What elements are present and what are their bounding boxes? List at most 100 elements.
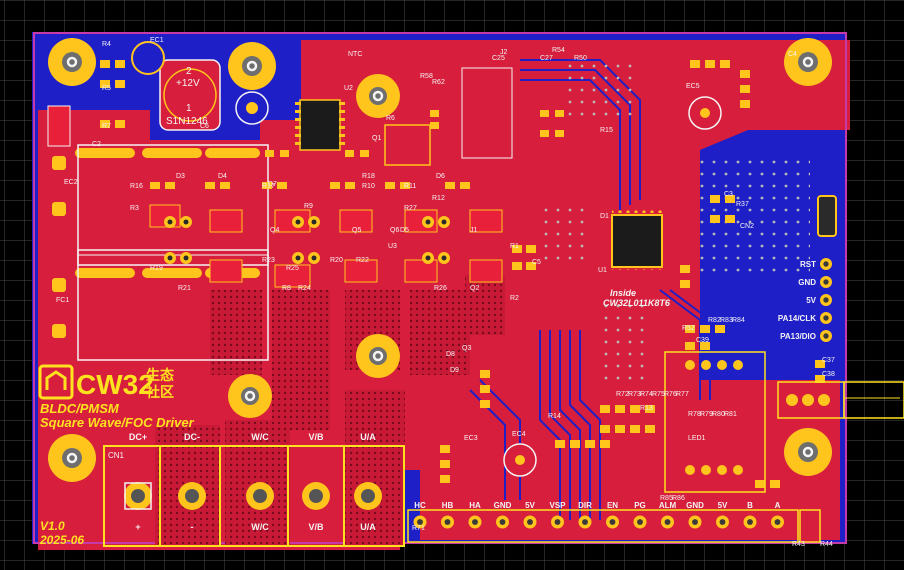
ref-designator: EC2 xyxy=(64,179,78,186)
ref-designator: R15 xyxy=(600,127,613,134)
ref-designator: EC5 xyxy=(686,83,700,90)
power-label-3: V/B xyxy=(308,432,324,442)
ref-designator: C3 xyxy=(724,191,733,198)
ref-designator: R6 xyxy=(386,115,395,122)
left-pads xyxy=(47,105,71,338)
ref-designator: R79 xyxy=(700,411,713,418)
mounting-holes xyxy=(48,38,832,482)
ref-designator: C27 xyxy=(540,55,553,62)
bottom-header-pin-hole xyxy=(582,519,588,525)
ref-designator: R62 xyxy=(432,79,445,86)
mcu-chip xyxy=(611,214,663,268)
bottom-header-pin-hole xyxy=(527,519,533,525)
ref-designator: D1 xyxy=(600,213,609,220)
bottom-header-pin-hole xyxy=(472,519,478,525)
debug-header-label-2: 5V xyxy=(806,296,816,305)
ref-designator: R83 xyxy=(720,317,733,324)
ref-designator: R11 xyxy=(404,183,416,190)
debug-header-pin-hole xyxy=(823,297,829,303)
debug-header-pin-hole xyxy=(823,333,829,339)
power-pour-right xyxy=(345,390,405,545)
ic-right xyxy=(461,67,513,159)
bottom-header-label-2: HA xyxy=(469,501,481,510)
bottom-header-pin-hole xyxy=(554,519,561,525)
ref-designator: R20 xyxy=(330,257,343,264)
ic-u3 xyxy=(384,124,431,166)
mosfet-pad-5 xyxy=(465,275,505,335)
ref-designator: Q4 xyxy=(270,227,279,234)
ref-designator: D8 xyxy=(446,351,455,358)
ref-designator: D5 xyxy=(400,227,409,234)
ref-designator: NTC xyxy=(348,51,362,58)
bottom-header-label-3: GND xyxy=(494,501,512,510)
mosfet-tht xyxy=(164,216,450,264)
ref-designator: EC4 xyxy=(512,431,526,438)
board-outline xyxy=(33,32,847,544)
ref-designator: Q1 xyxy=(372,135,381,142)
debug-header-label-4: PA13/DIO xyxy=(780,332,816,341)
ref-designator: C6 xyxy=(200,123,209,130)
ref-designator: C5 xyxy=(532,259,541,266)
ref-designator: U3 xyxy=(388,243,397,250)
ref-designator: R3 xyxy=(130,205,139,212)
ref-designator: R71 xyxy=(412,525,425,532)
ref-designator: C38 xyxy=(822,371,835,378)
ref-designator: R13 xyxy=(640,405,653,412)
power-label-2: W/C xyxy=(251,432,269,442)
debug-connector xyxy=(817,195,837,237)
bottom-header-label-13: A xyxy=(775,501,781,510)
bottom-header-pin-hole xyxy=(747,519,753,525)
bottom-header-label-1: HB xyxy=(442,501,454,510)
mosfet-pad-2 xyxy=(272,290,330,430)
ref-designator: R52 xyxy=(682,325,695,332)
ref-designator: R81 xyxy=(724,411,737,418)
bottom-header-label-5: VSP xyxy=(549,501,566,510)
ref-designator: R4 xyxy=(102,41,111,48)
ref-designator: R18 xyxy=(362,173,375,180)
ref-designator: R14 xyxy=(548,413,561,420)
bottom-header-label-10: GND xyxy=(686,501,704,510)
cap-outline xyxy=(77,249,269,361)
ref-designator: R50 xyxy=(574,55,587,62)
logo-cn-2: 社区 xyxy=(145,384,174,400)
power-bottom-label-1: - xyxy=(191,522,194,532)
chip-note-1: Inside xyxy=(610,288,636,298)
ref-designator: R84 xyxy=(732,317,745,324)
regulator-ring xyxy=(163,68,217,122)
ref-designator: D7 xyxy=(268,181,277,188)
regulator-label-mid: 1 xyxy=(186,103,192,114)
power-conn-label: CN1 xyxy=(108,451,125,460)
ref-designator: R22 xyxy=(356,257,369,264)
ref-designator: R12 xyxy=(432,195,445,202)
mcu-header-box xyxy=(664,351,766,493)
right-connector xyxy=(777,381,904,419)
ref-designator: C25 xyxy=(492,55,505,62)
ref-designator: FC1 xyxy=(56,297,69,304)
power-label-4: U/A xyxy=(360,432,376,442)
logo-cn-1: 生态 xyxy=(146,367,174,383)
cap-outline xyxy=(77,144,269,266)
ref-designator: Q5 xyxy=(352,227,361,234)
ref-designator: Q6 xyxy=(390,227,399,234)
ref-designator: R25 xyxy=(286,265,299,272)
ref-designator: R82 xyxy=(708,317,721,324)
debug-header-label-3: PA14/CLK xyxy=(778,314,816,323)
ref-designator: J2 xyxy=(500,49,508,56)
ref-designator: R75 xyxy=(652,391,665,398)
ref-designator: CN2 xyxy=(740,223,754,230)
gate-driver-ic xyxy=(299,99,341,151)
ref-designator: R27 xyxy=(404,205,417,212)
debug-header-label-0: RST xyxy=(800,260,816,269)
ref-designator: R17 xyxy=(262,183,275,190)
ref-designator: R37 xyxy=(736,201,749,208)
trace-bar xyxy=(142,268,202,278)
ref-designator: U2 xyxy=(344,85,353,92)
ref-designator: R44 xyxy=(820,541,833,548)
ref-designator: J1 xyxy=(470,227,478,234)
bottom-header-label-12: B xyxy=(747,501,753,510)
debug-header-label-1: GND xyxy=(798,278,816,287)
board-title-line1: BLDC/PMSM xyxy=(40,401,120,416)
ref-designator: R77 xyxy=(676,391,689,398)
ref-designator: R86 xyxy=(672,495,685,502)
